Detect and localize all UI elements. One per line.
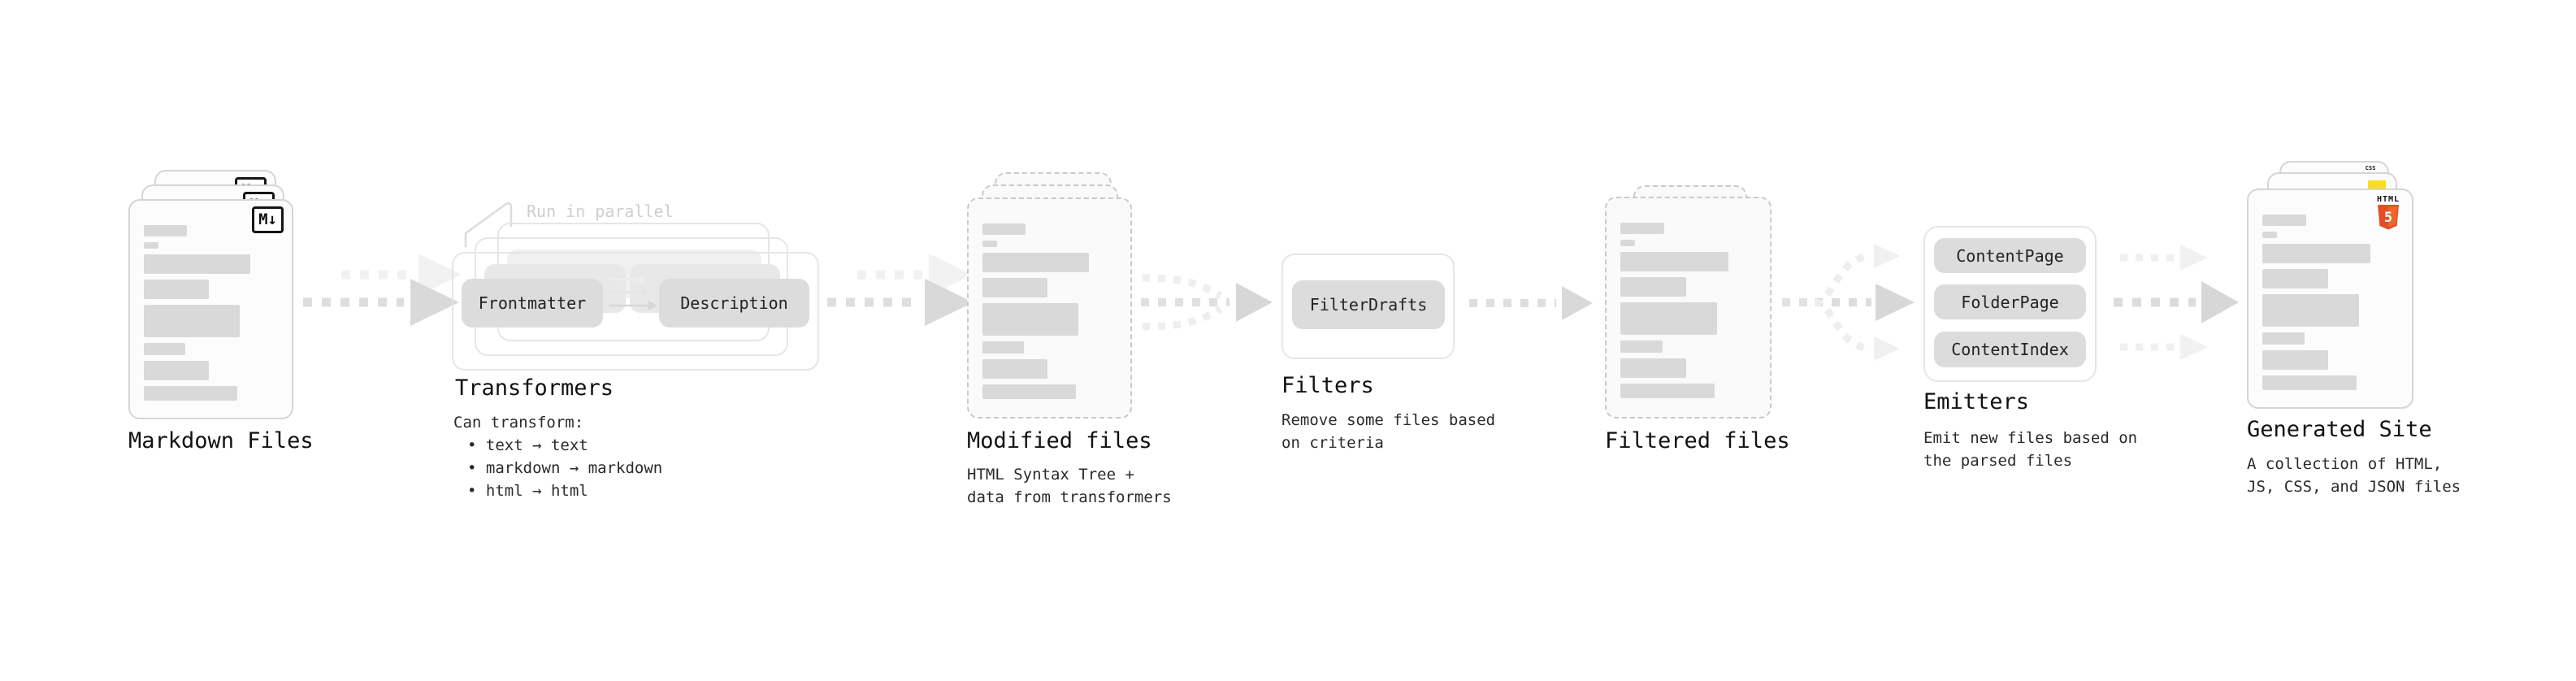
- text-line-placeholder: [2262, 332, 2305, 345]
- text-line-placeholder: [982, 341, 1025, 354]
- merge-arrow-icon: [1141, 274, 1273, 331]
- run-in-parallel-note: Run in parallel: [527, 202, 674, 221]
- text-line-placeholder: [2262, 244, 2370, 263]
- caption-line: the parsed files: [1923, 452, 2073, 470]
- stage-caption-modified: HTML Syntax Tree + data from transformer…: [967, 463, 1172, 509]
- doc-text-placeholder: [144, 225, 279, 406]
- text-line-placeholder: [2262, 375, 2357, 390]
- emitter-box-contentpage: ContentPage: [1934, 238, 2086, 273]
- flow-arrow-icon: [303, 254, 462, 326]
- text-line-placeholder: [144, 225, 188, 236]
- text-line-placeholder: [982, 359, 1047, 379]
- text-line-placeholder: [144, 242, 159, 249]
- markdown-icon: M↓: [252, 206, 284, 233]
- stage-caption-filters: Remove some files based on criteria: [1281, 409, 1495, 454]
- flow-arrow-icon: [1469, 286, 1593, 320]
- caption-line: HTML Syntax Tree +: [967, 466, 1134, 484]
- html5-icon: HTML 5: [2374, 195, 2402, 230]
- text-line-placeholder: [1620, 358, 1686, 378]
- caption-line: A collection of HTML,: [2247, 455, 2443, 473]
- filter-box-filterdrafts: FilterDrafts: [1292, 280, 1445, 329]
- text-line-placeholder: [1620, 223, 1664, 234]
- text-line-placeholder: [1620, 302, 1718, 335]
- stage-label-emitters: Emitters: [1923, 389, 2030, 414]
- text-line-placeholder: [2262, 232, 2278, 238]
- text-line-placeholder: [982, 241, 998, 247]
- text-line-placeholder: [982, 384, 1076, 399]
- text-line-placeholder: [2262, 269, 2328, 288]
- doc-text-placeholder: [1620, 223, 1757, 406]
- text-line-placeholder: [1620, 384, 1715, 398]
- text-line-placeholder: [982, 303, 1078, 336]
- text-line-placeholder: [1620, 340, 1663, 353]
- text-line-placeholder: [144, 280, 209, 299]
- triple-arrow-icon: [2114, 245, 2239, 360]
- stage-caption-emitters: Emit new files based on the parsed files: [1923, 427, 2137, 472]
- text-line-placeholder: [144, 305, 240, 337]
- doc-text-placeholder: [2262, 215, 2399, 396]
- markdown-doc-front: M↓: [128, 199, 293, 419]
- fanout-arrow-icon: [1782, 244, 1915, 361]
- text-line-placeholder: [1620, 277, 1686, 297]
- caption-line: JS, CSS, and JSON files: [2247, 478, 2461, 496]
- doc-text-placeholder: [982, 223, 1117, 406]
- flow-arrow-icon: [827, 254, 974, 326]
- emitter-box-contentindex: ContentIndex: [1934, 332, 2086, 367]
- text-line-placeholder: [2262, 294, 2360, 327]
- text-line-placeholder: [1620, 240, 1636, 246]
- text-line-placeholder: [982, 278, 1047, 297]
- caption-line: • markdown → markdown: [467, 459, 663, 477]
- js-icon: [2368, 180, 2386, 189]
- stage-label-filters: Filters: [1281, 373, 1374, 398]
- caption-line: data from transformers: [967, 488, 1172, 506]
- modified-doc-front: [967, 197, 1132, 419]
- stage-label-generated-site: Generated Site: [2247, 417, 2432, 442]
- svg-text:5: 5: [2384, 210, 2392, 226]
- stage-caption-generated: A collection of HTML, JS, CSS, and JSON …: [2247, 453, 2461, 498]
- transformer-box-description: Description: [659, 279, 809, 327]
- text-line-placeholder: [1620, 252, 1728, 271]
- text-line-placeholder: [144, 361, 209, 380]
- text-line-placeholder: [144, 343, 186, 355]
- text-line-placeholder: [144, 386, 237, 401]
- transformer-box-frontmatter: Frontmatter: [462, 279, 603, 327]
- stage-label-markdown-files: Markdown Files: [128, 428, 314, 453]
- stage-label-transformers: Transformers: [455, 375, 614, 401]
- transformer-frame-front: [452, 252, 819, 371]
- caption-line: on criteria: [1281, 434, 1384, 452]
- text-line-placeholder: [982, 253, 1090, 272]
- caption-line: • text → text: [467, 436, 588, 454]
- text-line-placeholder: [2262, 350, 2328, 370]
- text-line-placeholder: [2262, 215, 2306, 226]
- stage-label-filtered-files: Filtered files: [1605, 428, 1790, 453]
- generated-doc-html: HTML 5: [2247, 189, 2413, 409]
- caption-line: Remove some files based: [1281, 411, 1496, 429]
- caption-line: • html → html: [467, 482, 588, 500]
- stage-label-modified-files: Modified files: [967, 428, 1152, 453]
- caption-line: Emit new files based on: [1923, 429, 2138, 447]
- stage-caption-transformers: Can transform: • text → text • markdown …: [453, 411, 662, 502]
- text-line-placeholder: [144, 254, 251, 274]
- note-leader-line: [464, 202, 513, 248]
- caption-line: Can transform:: [453, 414, 584, 432]
- parallel-arrows-icon: [609, 275, 657, 310]
- filtered-doc-front: [1605, 197, 1772, 419]
- emitter-box-folderpage: FolderPage: [1934, 284, 2086, 319]
- text-line-placeholder: [982, 223, 1026, 235]
